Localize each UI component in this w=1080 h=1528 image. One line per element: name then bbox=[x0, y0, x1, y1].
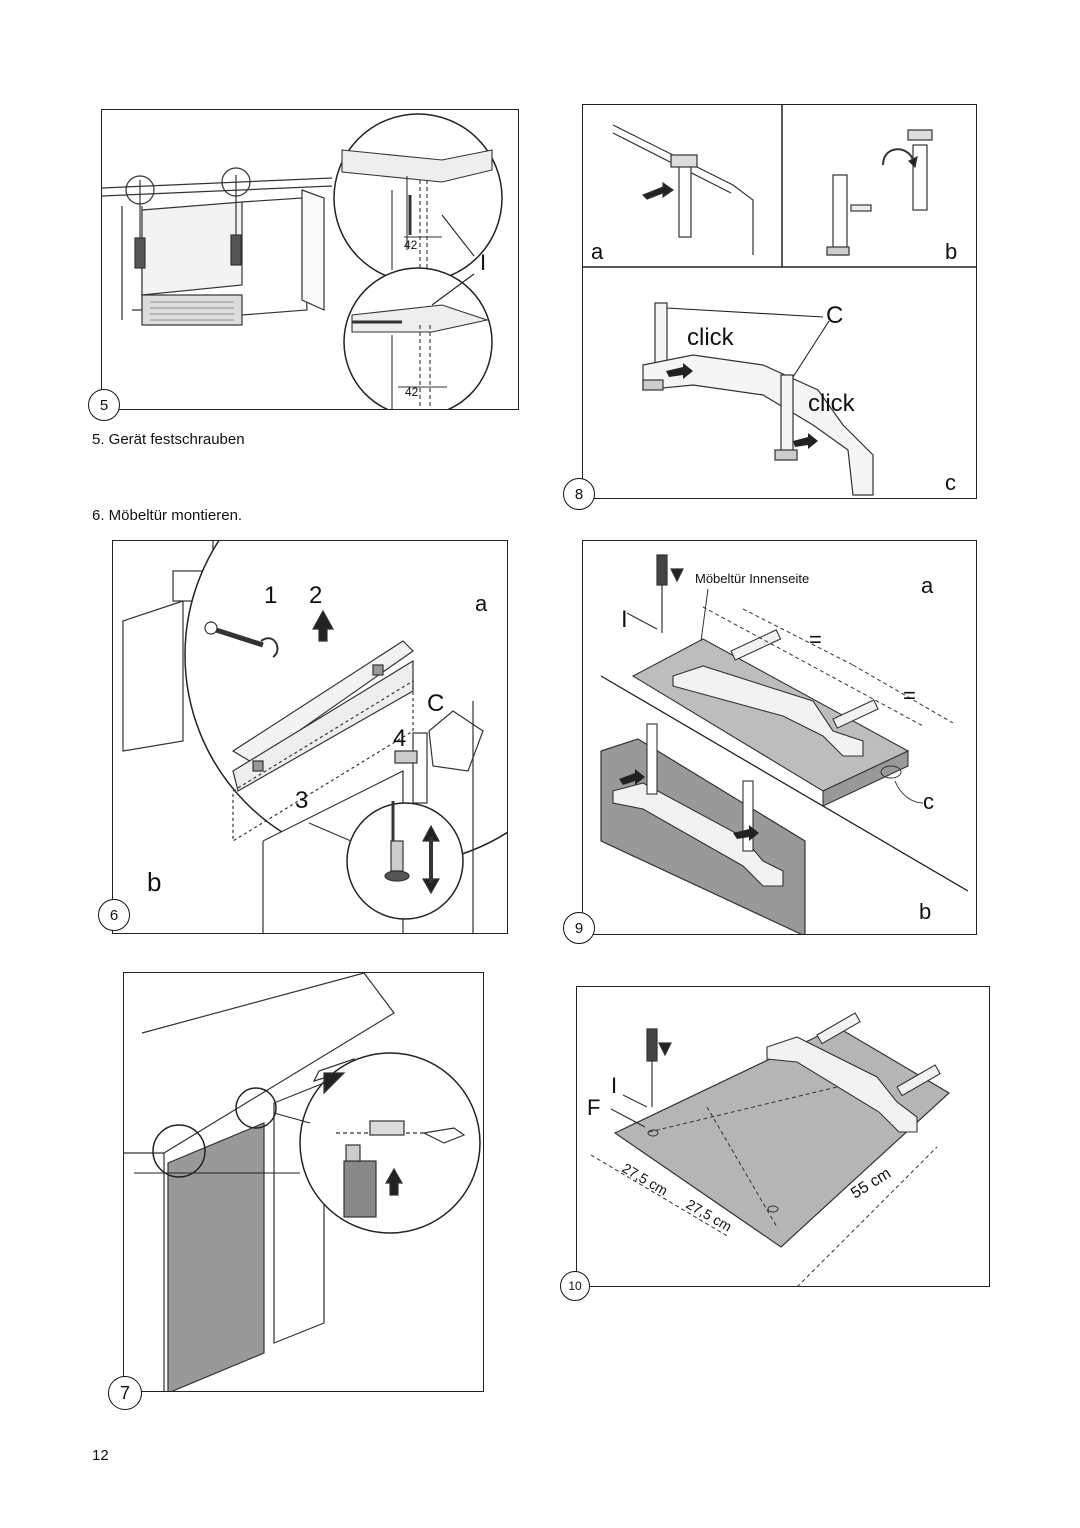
figure-5-illustration: 42 42 I bbox=[102, 113, 503, 409]
fig9-equal-1: = bbox=[809, 627, 822, 652]
figure-10-number: 10 bbox=[560, 1271, 590, 1301]
fig9-label-c: c bbox=[923, 789, 934, 814]
fig6-label-b: b bbox=[147, 867, 161, 897]
figure-9-illustration: = = I Möbeltür Innenseite a c b bbox=[600, 554, 969, 934]
figure-9-number: 9 bbox=[563, 912, 595, 944]
fig5-dim-bottom: 42 bbox=[405, 385, 419, 399]
figure-6: 1 2 a C 4 3 b bbox=[112, 540, 508, 934]
fig10-label-F: F bbox=[587, 1095, 600, 1120]
figure-6-illustration: 1 2 a C 4 3 b bbox=[122, 541, 507, 933]
fig6-step1: 1 bbox=[264, 582, 277, 609]
fig8-label-a: a bbox=[591, 239, 604, 264]
figure-9: = = I Möbeltür Innenseite a c b bbox=[582, 540, 977, 935]
fig9-inner-label: Möbeltür Innenseite bbox=[695, 571, 809, 586]
fig9-label-b: b bbox=[919, 899, 931, 924]
figure-8-number: 8 bbox=[563, 478, 595, 510]
fig6-label-a: a bbox=[475, 591, 488, 616]
caption-step5: 5. Gerät festschrauben bbox=[92, 431, 245, 448]
figure-10-illustration: I F 27,5 cm 27,5 cm 55 cm bbox=[587, 1012, 951, 1286]
figure-8-illustration: a b C click click c bbox=[583, 105, 976, 496]
fig8-label-b: b bbox=[945, 239, 957, 264]
fig9-label-I: I bbox=[621, 606, 628, 633]
figure-5: 42 42 I bbox=[101, 109, 519, 410]
figure-6-number: 6 bbox=[98, 899, 130, 931]
fig6-step4: 4 bbox=[393, 725, 406, 752]
figure-10: I F 27,5 cm 27,5 cm 55 cm bbox=[576, 986, 990, 1287]
figure-7-illustration bbox=[124, 973, 481, 1391]
caption-step6: 6. Möbeltür montieren. bbox=[92, 507, 243, 524]
page-number: 12 bbox=[92, 1447, 109, 1464]
figure-8: a b C click click c bbox=[582, 104, 977, 499]
figure-7-number: 7 bbox=[108, 1376, 142, 1410]
fig9-equal-2: = bbox=[903, 683, 916, 708]
fig6-label-C: C bbox=[427, 690, 444, 717]
fig8-label-C: C bbox=[826, 302, 843, 329]
fig5-label-I: I bbox=[480, 250, 486, 275]
fig5-dim-top: 42 bbox=[404, 238, 418, 252]
fig8-click-top: click bbox=[687, 324, 735, 351]
fig9-label-a: a bbox=[921, 573, 934, 598]
figure-5-number: 5 bbox=[88, 389, 120, 421]
fig8-label-c: c bbox=[945, 470, 956, 495]
fig6-step2: 2 bbox=[309, 582, 322, 609]
fig10-label-I: I bbox=[611, 1073, 617, 1098]
figure-7 bbox=[123, 972, 484, 1392]
fig6-step3: 3 bbox=[295, 787, 308, 814]
fig8-click-bottom: click bbox=[808, 390, 856, 417]
